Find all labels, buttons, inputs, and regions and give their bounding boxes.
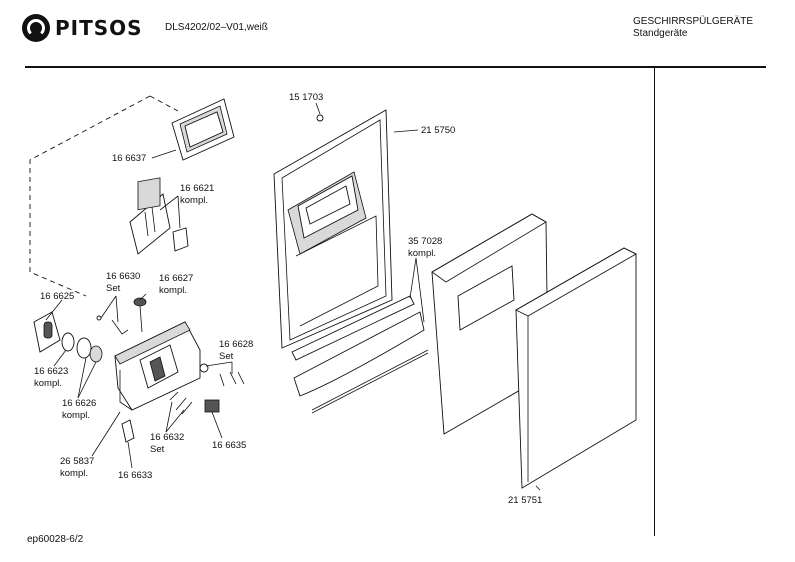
label-166621-sub: kompl. xyxy=(180,195,208,206)
label-151703: 15 1703 xyxy=(289,92,323,103)
label-166633: 16 6633 xyxy=(118,470,152,481)
label-215751: 21 5751 xyxy=(508,495,542,506)
label-166623: 16 6623 xyxy=(34,366,68,377)
part-front-door xyxy=(515,247,637,489)
label-166625: 16 6625 xyxy=(40,291,74,302)
label-166635: 16 6635 xyxy=(212,440,246,451)
label-166627-sub: kompl. xyxy=(159,285,187,296)
label-166623-sub: kompl. xyxy=(34,378,62,389)
label-265837-sub: kompl. xyxy=(60,468,88,479)
part-small-components xyxy=(96,114,324,443)
part-control-housing xyxy=(114,321,201,411)
label-166632: 16 6632 xyxy=(150,432,184,443)
label-166630-sub: Set xyxy=(106,283,121,294)
label-357028: 35 7028 xyxy=(408,236,442,247)
label-265837: 26 5837 xyxy=(60,456,94,467)
appliance-category: GESCHIRRSPÜLGERÄTE Standgeräte xyxy=(633,16,753,40)
part-knob-housing xyxy=(33,311,103,363)
drawing-reference: ep60028-6/2 xyxy=(27,534,84,545)
brand-logo-icon xyxy=(22,14,50,42)
part-inner-door-panel xyxy=(273,109,393,349)
assembly-guide-line xyxy=(29,95,179,297)
label-166637: 16 6637 xyxy=(112,153,146,164)
margin-divider xyxy=(654,66,655,536)
category-subtitle: Standgeräte xyxy=(633,28,688,39)
label-166626: 16 6626 xyxy=(62,398,96,409)
label-166628: 16 6628 xyxy=(219,339,253,350)
brand-name: PITSOS xyxy=(55,16,143,40)
category-title: GESCHIRRSPÜLGERÄTE xyxy=(633,16,754,27)
label-166632-sub: Set xyxy=(150,444,165,455)
brand-logo: PITSOS xyxy=(22,14,143,42)
label-166628-sub: Set xyxy=(219,351,234,362)
part-labels: 15 1703 21 5750 16 6637 16 6621 kompl. 3… xyxy=(34,92,542,506)
label-166621: 16 6621 xyxy=(180,183,214,194)
label-166627: 16 6627 xyxy=(159,273,193,284)
model-number: DLS4202/02–V01,weiß xyxy=(165,22,268,33)
label-166630: 16 6630 xyxy=(106,271,140,282)
part-handle-strip xyxy=(291,295,429,414)
label-357028-sub: kompl. xyxy=(408,248,436,259)
part-seal-frame xyxy=(171,98,235,161)
leader-lines xyxy=(45,102,541,491)
label-166626-sub: kompl. xyxy=(62,410,90,421)
label-215750: 21 5750 xyxy=(421,125,455,136)
header-divider xyxy=(25,66,766,68)
part-grille-kompl xyxy=(129,177,189,255)
